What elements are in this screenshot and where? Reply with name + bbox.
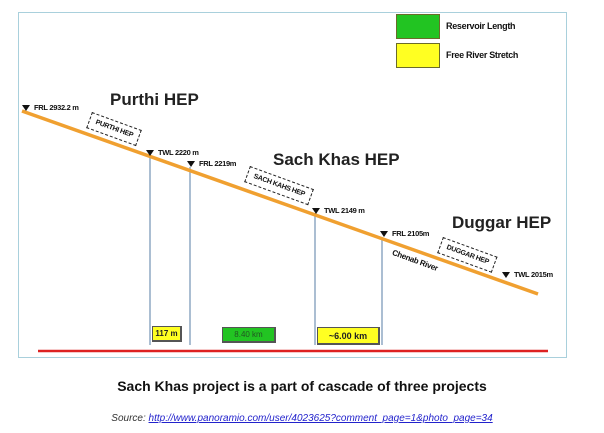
project-title-purthi: Purthi HEP <box>110 90 199 109</box>
legend-swatch-green <box>396 13 440 39</box>
level-value: FRL 2105m <box>392 229 430 238</box>
legend-label: Reservoir Length <box>446 21 516 31</box>
distance-box-reservoir: 8.40 km <box>222 327 276 343</box>
legend-swatch-yellow <box>396 42 440 68</box>
water-level-triangle-icon <box>146 150 154 157</box>
level-value: TWL 2015m <box>514 270 553 279</box>
legend-item-reservoir: Reservoir Length <box>396 12 518 40</box>
level-value: TWL 2220 m <box>158 148 199 157</box>
project-title-sachkhas: Sach Khas HEP <box>273 150 400 169</box>
distance-box-free-river-2: ~6.00 km <box>317 327 380 345</box>
water-level-triangle-icon <box>187 161 195 168</box>
water-level-triangle-icon <box>312 208 320 215</box>
diagram-frame <box>18 12 567 358</box>
project-title-duggar: Duggar HEP <box>452 213 552 232</box>
level-value: FRL 2219m <box>199 159 237 168</box>
water-level-triangle-icon <box>380 231 388 238</box>
level-sachkhas-frl: FRL 2219m <box>187 159 236 168</box>
level-sachkhas-twl: TWL 2149 m <box>312 206 365 215</box>
legend-item-free-river: Free River Stretch <box>396 41 518 69</box>
level-purthi-twl: TWL 2220 m <box>146 148 199 157</box>
source-line: Source: http://www.panoramio.com/user/40… <box>0 413 604 424</box>
level-purthi-frl: FRL 2932.2 m <box>22 103 79 112</box>
legend: Reservoir Length Free River Stretch <box>396 12 518 70</box>
legend-label: Free River Stretch <box>446 50 519 60</box>
water-level-triangle-icon <box>502 272 510 279</box>
figure-caption: Sach Khas project is a part of cascade o… <box>117 378 487 394</box>
source-link[interactable]: http://www.panoramio.com/user/4023625?co… <box>148 413 493 424</box>
level-value: TWL 2149 m <box>324 206 365 215</box>
water-level-triangle-icon <box>22 105 30 112</box>
level-value: FRL 2932.2 m <box>34 103 79 112</box>
river-profile-line <box>21 109 539 296</box>
distance-box-free-river-1: 117 m <box>152 326 182 342</box>
level-duggar-twl: TWL 2015m <box>502 270 553 279</box>
level-duggar-frl: FRL 2105m <box>380 229 429 238</box>
source-prefix: Source: <box>111 413 149 424</box>
